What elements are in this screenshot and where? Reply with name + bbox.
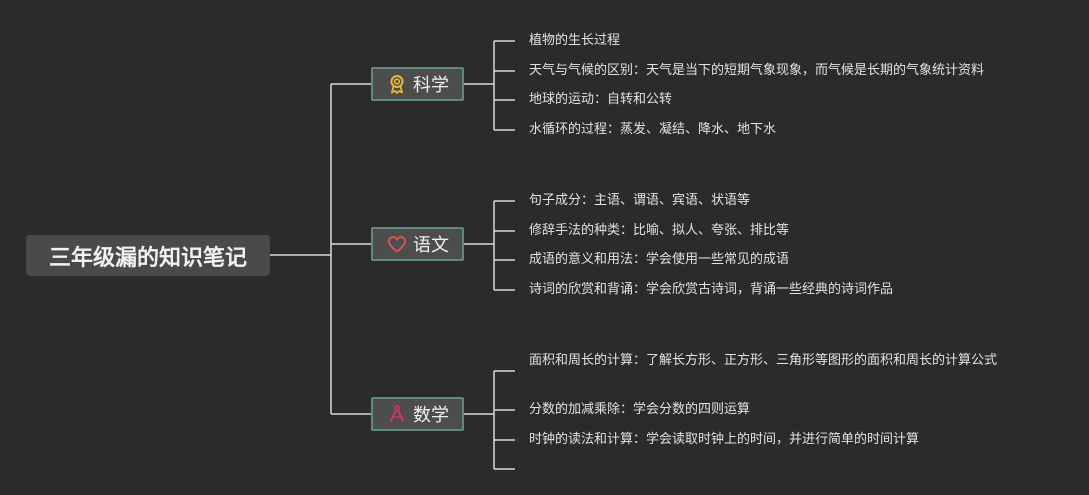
leaf-math-2[interactable]: 分数的加减乘除：学会分数的四则运算 (529, 402, 751, 417)
award-ribbon-icon (386, 73, 408, 95)
leaf-chinese-3[interactable]: 成语的意义和用法：学会使用一些常见的成语 (529, 252, 790, 267)
leaf-science-1[interactable]: 植物的生长过程 (529, 33, 621, 48)
root-title: 三年级漏的知识笔记 (48, 245, 247, 271)
branch-node-chinese[interactable]: 语文 (371, 227, 464, 261)
leaf-math-1[interactable]: 面积和周长的计算：了解长方形、正方形、三角形等图形的面积和周长的计算公式 (529, 353, 998, 368)
branch-node-science[interactable]: 科学 (371, 67, 464, 101)
compass-math-icon (386, 403, 408, 425)
branch-node-math[interactable]: 数学 (371, 397, 464, 431)
branch-label-math: 数学 (413, 405, 449, 426)
branch-label-chinese: 语文 (413, 235, 449, 256)
leaf-chinese-2[interactable]: 修辞手法的种类：比喻、拟人、夸张、排比等 (529, 223, 790, 238)
leaf-science-3[interactable]: 地球的运动：自转和公转 (529, 92, 673, 107)
leaf-math-3[interactable]: 时钟的读法和计算：学会读取时钟上的时间，并进行简单的时间计算 (529, 432, 920, 447)
heart-icon (386, 233, 408, 255)
root-node[interactable]: 三年级漏的知识笔记 (26, 235, 270, 276)
leaf-chinese-4[interactable]: 诗词的欣赏和背诵：学会欣赏古诗词，背诵一些经典的诗词作品 (529, 282, 894, 297)
leaf-science-2[interactable]: 天气与气候的区别：天气是当下的短期气象现象，而气候是长期的气象统计资料 (529, 63, 985, 78)
leaf-science-4[interactable]: 水循环的过程：蒸发、凝结、降水、地下水 (529, 122, 777, 137)
leaf-chinese-1[interactable]: 句子成分：主语、谓语、宾语、状语等 (529, 193, 751, 208)
branch-label-science: 科学 (413, 75, 449, 96)
